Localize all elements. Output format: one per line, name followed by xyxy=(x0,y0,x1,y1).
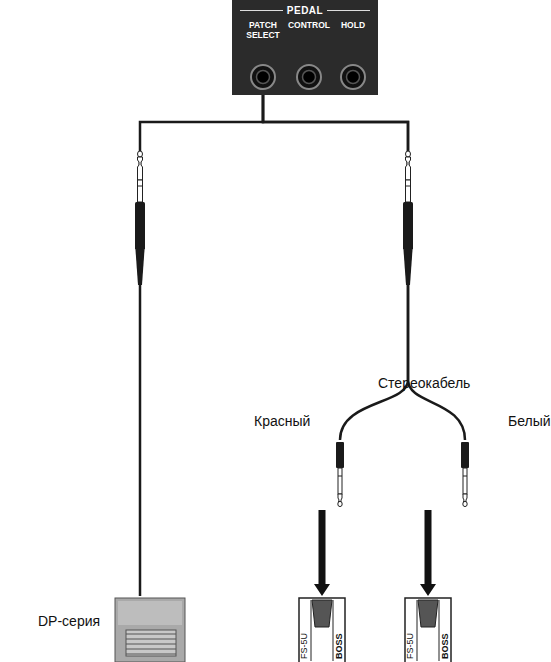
shape xyxy=(299,598,345,662)
jack-label: PATCH SELECT xyxy=(240,20,286,40)
shape xyxy=(251,65,275,89)
cable xyxy=(140,92,263,596)
footswitch: FS-5U BOSS xyxy=(404,597,452,662)
cable-connector xyxy=(263,92,408,596)
brand-name: BOSS xyxy=(440,633,451,659)
shape xyxy=(405,598,451,662)
shape xyxy=(115,598,185,662)
shape xyxy=(297,65,321,89)
panel-title: PEDAL xyxy=(283,5,327,16)
pedal-jack: PATCH SELECT xyxy=(240,20,286,92)
plug xyxy=(336,442,344,507)
shape xyxy=(257,71,270,84)
shape xyxy=(126,639,176,640)
cable-connector xyxy=(140,92,263,596)
cable-label: Стереокабель xyxy=(378,375,470,391)
brand-name: BOSS xyxy=(334,633,345,659)
pedal-jack: CONTROL xyxy=(286,20,332,92)
shape xyxy=(333,600,334,661)
shape xyxy=(417,600,418,661)
pedal-jack: HOLD xyxy=(330,20,376,92)
shape xyxy=(311,600,312,661)
jack-label: CONTROL xyxy=(286,20,332,30)
jack-socket xyxy=(286,60,332,92)
jack-label: HOLD xyxy=(330,20,376,30)
heading-rule xyxy=(327,10,370,11)
plug xyxy=(135,151,145,285)
model-name: FS-5U xyxy=(299,633,310,659)
shape xyxy=(341,65,365,89)
shape xyxy=(126,649,176,650)
shape xyxy=(312,600,332,627)
plug xyxy=(461,442,469,507)
shape xyxy=(303,71,316,84)
shape xyxy=(126,630,176,656)
shape xyxy=(126,634,176,635)
model-name: FS-5U xyxy=(405,633,416,659)
pedal-label: DP-серия xyxy=(38,613,100,629)
shape xyxy=(126,654,176,655)
cable-label: Красный xyxy=(254,413,310,429)
shape xyxy=(418,600,438,627)
expression-pedal: DP-серия xyxy=(38,596,187,662)
shape xyxy=(118,601,182,625)
panel-heading: PEDAL xyxy=(240,5,370,16)
heading-rule xyxy=(240,10,283,11)
insert-arrow xyxy=(314,510,330,596)
shape xyxy=(126,644,176,645)
jack-socket xyxy=(240,60,286,92)
shape xyxy=(347,71,360,84)
plug xyxy=(403,151,413,285)
pedal-panel: PEDAL PATCH SELECTCONTROLHOLD xyxy=(232,0,378,95)
dp-pedal xyxy=(38,596,187,662)
jack-socket xyxy=(330,60,376,92)
footswitch: FS-5U BOSS xyxy=(298,597,346,662)
cable-connector xyxy=(263,92,465,596)
cable-label: Белый xyxy=(508,413,551,429)
shape xyxy=(439,600,440,661)
insert-arrow xyxy=(420,510,436,596)
